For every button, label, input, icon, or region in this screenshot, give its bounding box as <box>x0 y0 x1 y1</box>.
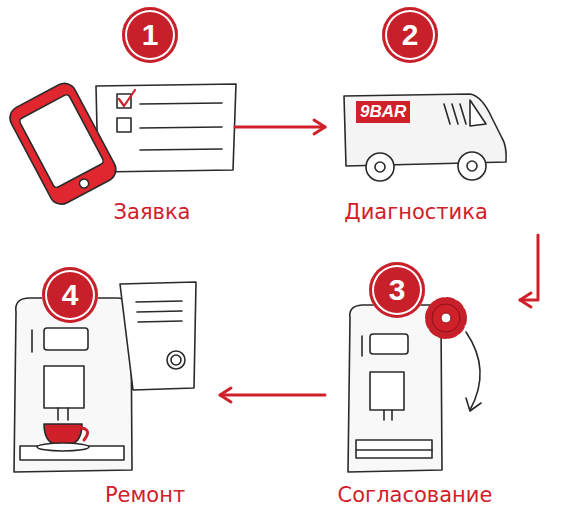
van <box>344 94 506 181</box>
gear <box>429 301 481 411</box>
step-group: 3Согласование <box>325 262 520 514</box>
step-caption: Согласование <box>338 482 493 508</box>
coffee-machine <box>14 298 132 472</box>
step-caption: Ремонт <box>105 482 185 508</box>
callout-number: 2 <box>382 7 438 63</box>
document <box>120 282 196 390</box>
flow-arrow <box>520 235 538 307</box>
callout-number: 3 <box>369 262 425 318</box>
step-caption: Диагностика <box>344 199 488 225</box>
step-group: 1Заявка <box>5 5 235 235</box>
flow-arrow <box>220 388 325 402</box>
coffee-machine <box>348 305 442 472</box>
van-logo: 9BAR <box>356 101 410 123</box>
step-caption: Заявка <box>114 199 191 225</box>
form-card <box>96 84 236 172</box>
callout-number: 1 <box>122 7 178 63</box>
callout-number: 4 <box>42 267 98 323</box>
phone <box>6 79 120 208</box>
flow-arrow <box>235 120 325 134</box>
step-group: 4Ремонт <box>5 262 220 514</box>
